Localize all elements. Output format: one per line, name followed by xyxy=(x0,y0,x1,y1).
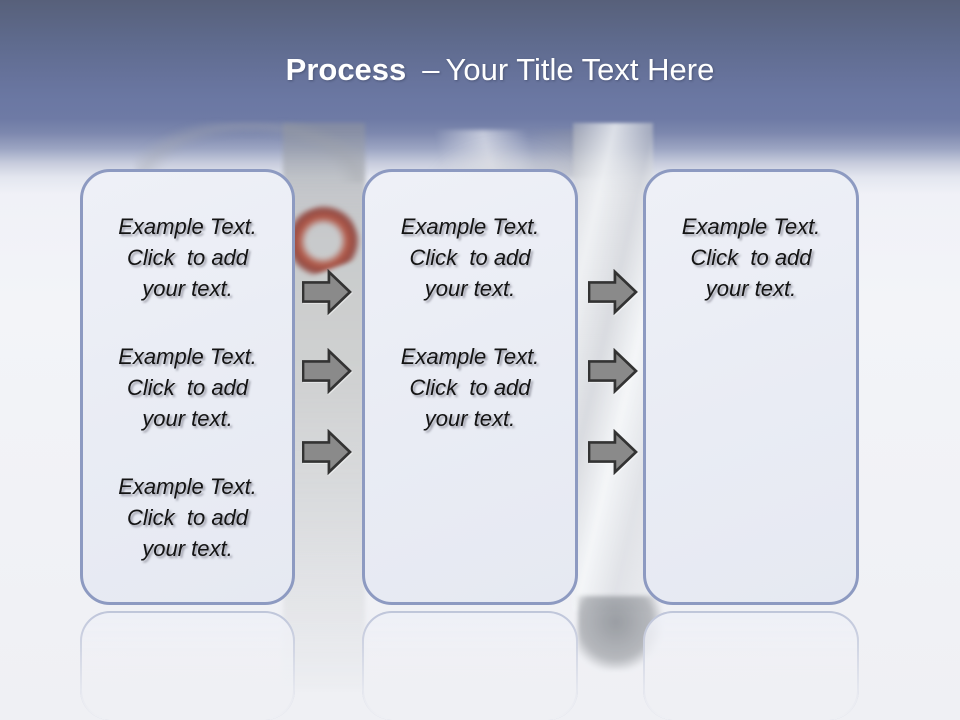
process-box-3-content: Example Text. Click to add your text. xyxy=(646,172,856,304)
process-box-1[interactable]: Example Text. Click to add your text. Ex… xyxy=(80,169,295,605)
slide-title: Process–Your Title Text Here xyxy=(20,53,960,87)
process-box-2-content: Example Text. Click to add your text. Ex… xyxy=(365,172,575,434)
process-box-2[interactable]: Example Text. Click to add your text. Ex… xyxy=(362,169,578,605)
placeholder-text[interactable]: Example Text. Click to add your text. xyxy=(681,214,821,301)
process-box-3[interactable]: Example Text. Click to add your text. xyxy=(643,169,859,605)
arrow-right-icon xyxy=(302,348,352,394)
arrow-right-icon xyxy=(302,269,352,315)
process-box-1-reflection xyxy=(80,611,295,720)
arrow-right-icon xyxy=(588,429,638,475)
arrow-right-icon xyxy=(588,269,638,315)
arrow-right-icon xyxy=(588,348,638,394)
placeholder-text[interactable]: Example Text. Click to add your text. xyxy=(118,214,257,301)
placeholder-text[interactable]: Example Text. Click to add your text. xyxy=(118,344,257,431)
title-keyword: Process xyxy=(285,52,407,87)
process-box-2-reflection xyxy=(362,611,578,720)
process-box-1-content: Example Text. Click to add your text. Ex… xyxy=(83,172,292,564)
process-box-3-reflection xyxy=(643,611,859,720)
bg-figure-left xyxy=(283,123,365,689)
arrow-right-icon xyxy=(302,429,352,475)
placeholder-text[interactable]: Example Text. Click to add your text. xyxy=(400,214,540,301)
title-text: Your Title Text Here xyxy=(445,52,715,87)
placeholder-text[interactable]: Example Text. Click to add your text. xyxy=(118,474,257,561)
placeholder-text[interactable]: Example Text. Click to add your text. xyxy=(400,344,540,431)
title-separator: – xyxy=(422,52,440,87)
